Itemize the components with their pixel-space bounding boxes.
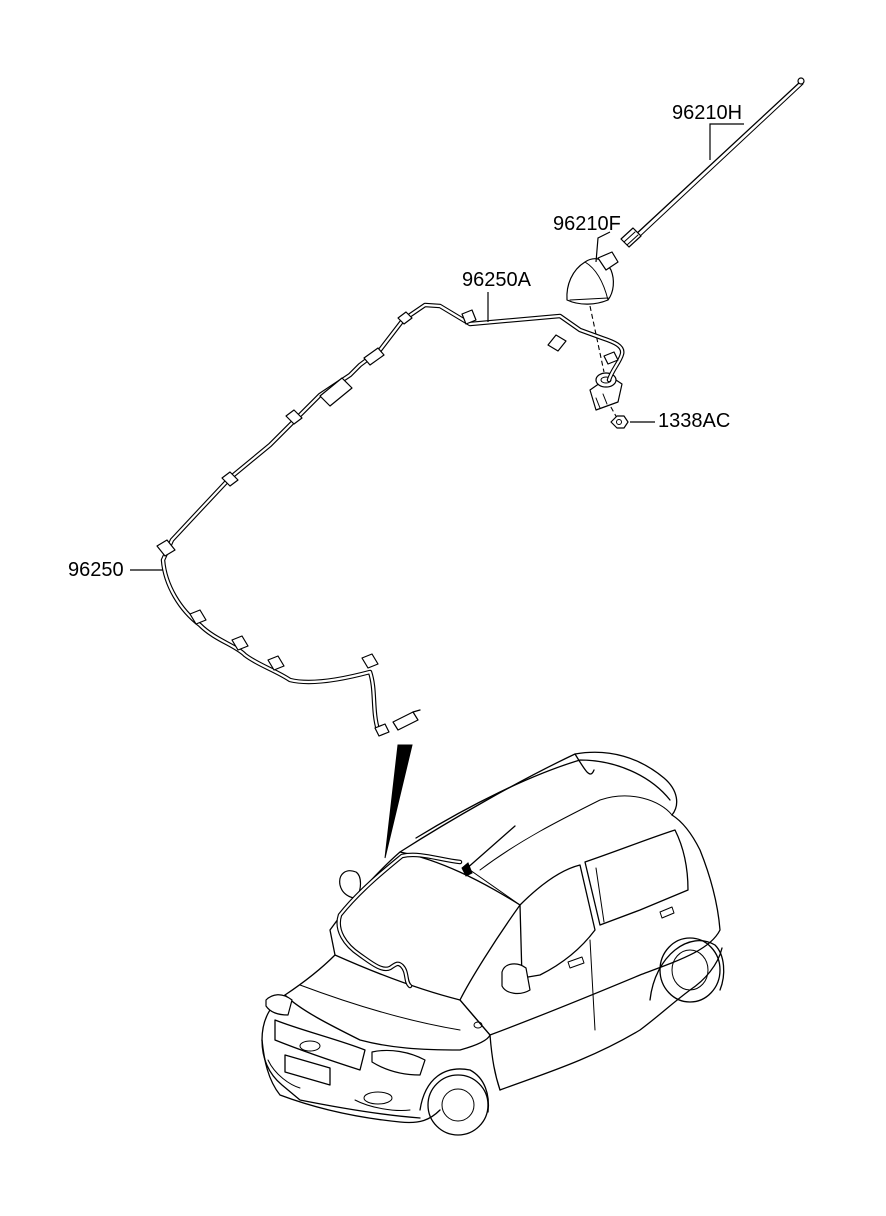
location-pointer: [384, 744, 413, 859]
leader-lines: [130, 123, 744, 571]
antenna-base: [566, 251, 619, 419]
label-antenna-base: 96210F: [553, 213, 621, 235]
label-mounting-nut: 1338AC: [658, 410, 731, 432]
mounting-nut: [610, 415, 629, 429]
base-connector: [589, 372, 623, 411]
feeder-cable: [160, 302, 625, 737]
label-antenna-rod: 96210H: [672, 102, 743, 124]
antenna-rod: [620, 77, 805, 248]
cable-clips: [156, 309, 619, 671]
car-outline: [261, 751, 725, 1136]
label-feeder-main: 96250: [68, 559, 124, 581]
car-antenna-routing: [336, 825, 521, 989]
label-feeder-upper: 96250A: [462, 269, 531, 291]
